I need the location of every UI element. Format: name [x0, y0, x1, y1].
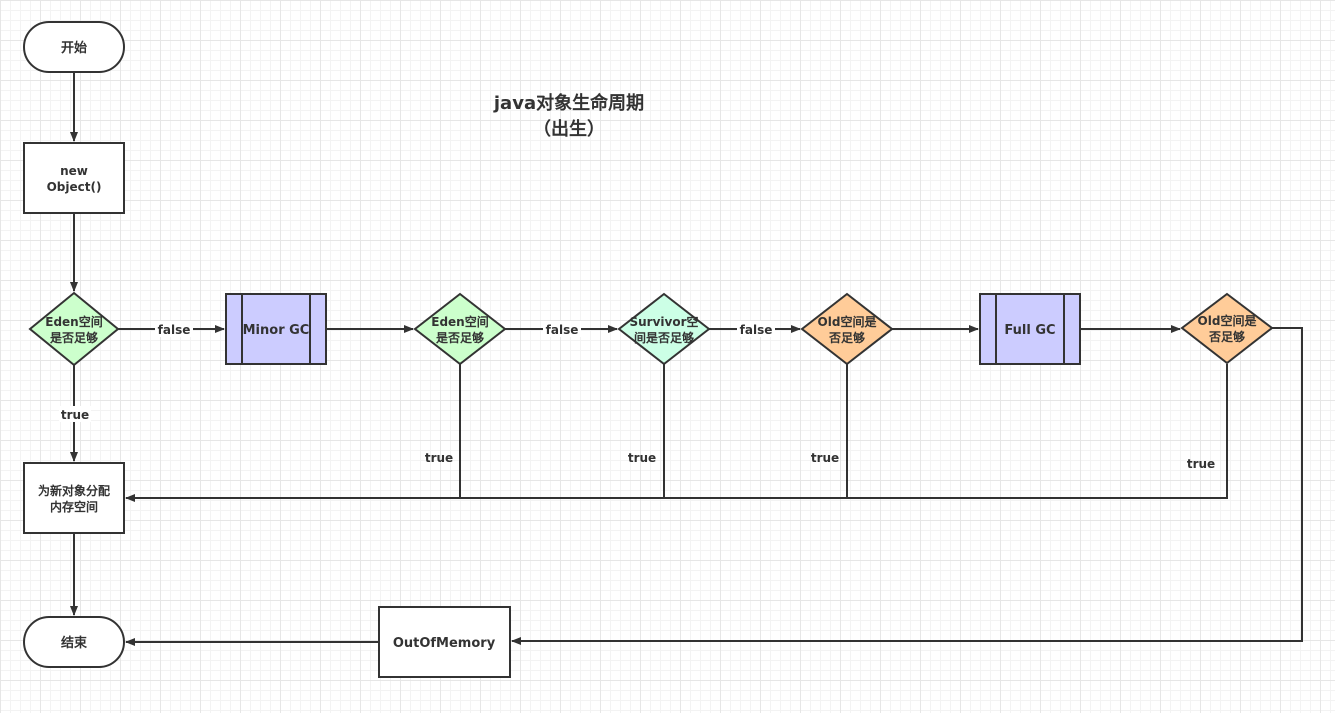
survivor-check-node: Survivor空 间是否足够 — [617, 292, 711, 366]
eden-check-1-node: Eden空间 是否足够 — [28, 291, 120, 367]
minor-gc-label: Minor GC — [243, 323, 310, 338]
start-label: 开始 — [61, 40, 87, 56]
out-of-memory-label: OutOfMemory — [393, 636, 496, 651]
old-check-1-label-line1: Old空间是 — [818, 314, 878, 329]
out-of-memory-node: OutOfMemory — [378, 606, 511, 678]
old-check-1-node: Old空间是 否足够 — [800, 292, 894, 366]
old-check-2-label-line1: Old空间是 — [1198, 313, 1258, 328]
survivor-true-label: true — [628, 451, 656, 465]
old-check-2-true-label: true — [1187, 457, 1215, 471]
survivor-false-label: false — [740, 323, 773, 337]
new-object-label-line1: new — [60, 164, 88, 178]
edge-labels: false true false true false true true tr… — [59, 321, 1215, 471]
eden-check-2-label-line1: Eden空间 — [431, 314, 488, 329]
new-object-label-line2: Object() — [47, 180, 102, 194]
full-gc-node: Full GC — [979, 293, 1081, 365]
allocate-label-line1: 为新对象分配 — [38, 483, 110, 498]
old-check-2-label-line2: 否足够 — [1208, 329, 1245, 344]
full-gc-label: Full GC — [1004, 323, 1055, 338]
new-object-node: new Object() — [23, 142, 125, 214]
eden-check-1-label-line1: Eden空间 — [45, 314, 102, 329]
allocate-label-line2: 内存空间 — [50, 499, 98, 514]
diagram-subtitle: （出生） — [533, 118, 605, 140]
eden-check-2-false-label: false — [546, 323, 579, 337]
old-check-1-true-label: true — [811, 451, 839, 465]
edge-old-check-2-false — [511, 327, 1303, 645]
eden-check-2-node: Eden空间 是否足够 — [413, 292, 507, 366]
eden-check-2-label-line2: 是否足够 — [435, 330, 484, 345]
old-check-2-node: Old空间是 否足够 — [1180, 292, 1274, 365]
edges — [70, 72, 1303, 646]
survivor-check-label-line2: 间是否足够 — [634, 330, 694, 345]
eden-check-1-false-label: false — [158, 323, 191, 337]
eden-check-1-label-line2: 是否足够 — [49, 330, 98, 345]
allocate-node: 为新对象分配 内存空间 — [23, 462, 125, 534]
start-node: 开始 — [23, 21, 125, 73]
end-label: 结束 — [61, 635, 88, 651]
minor-gc-node: Minor GC — [225, 293, 327, 365]
end-node: 结束 — [23, 616, 125, 668]
eden-check-1-true-label: true — [61, 408, 89, 422]
old-check-1-label-line2: 否足够 — [828, 330, 865, 345]
survivor-check-label-line1: Survivor空 — [629, 314, 698, 329]
diagram-title: java对象生命周期 — [493, 92, 644, 114]
edge-true-merge-to-allocate — [125, 364, 1228, 502]
eden-check-2-true-label: true — [425, 451, 453, 465]
